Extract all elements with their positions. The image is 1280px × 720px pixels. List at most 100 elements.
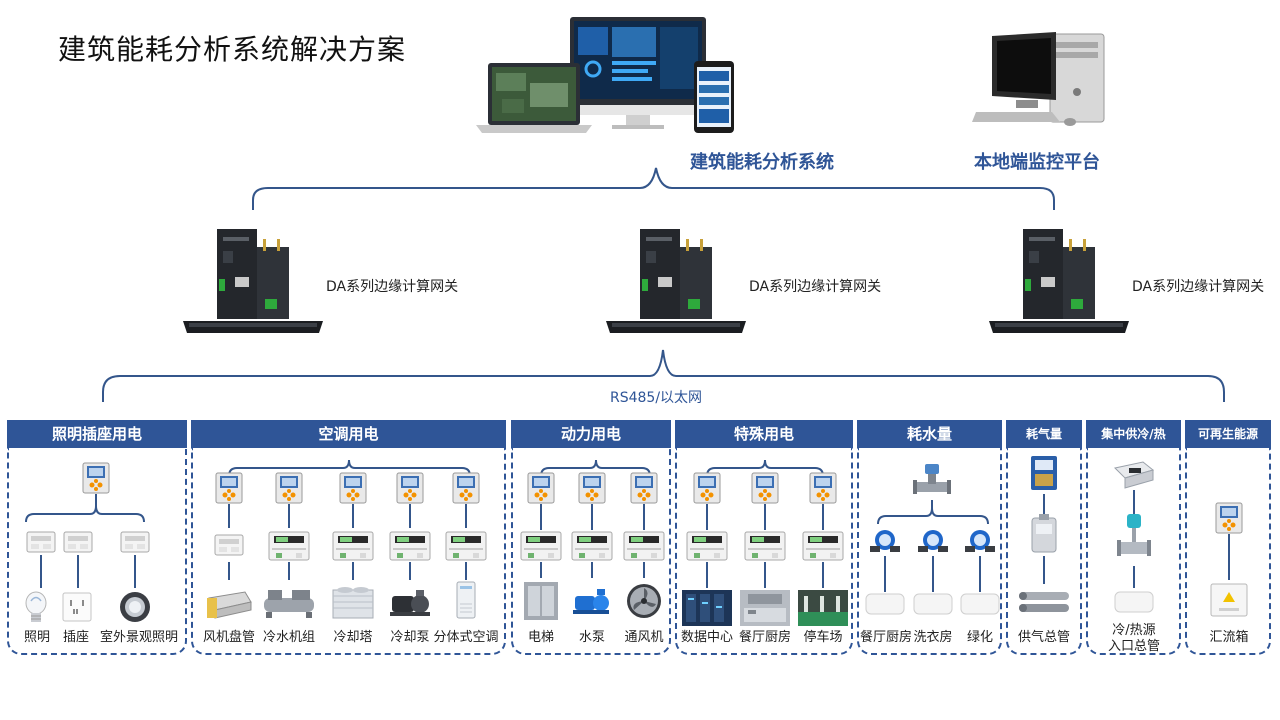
din-meter-icon <box>445 530 487 566</box>
power-meter-icon <box>1215 502 1243 538</box>
power-meter-icon <box>630 472 658 508</box>
gateway-label: DA系列边缘计算网关 <box>749 279 882 295</box>
group-brace <box>706 459 824 477</box>
category-box <box>857 448 1002 655</box>
power-meter-icon <box>527 472 555 508</box>
item-label: 餐厅厨房 <box>738 630 791 645</box>
gateway-device-icon <box>606 229 746 337</box>
power-meter-icon <box>809 472 837 508</box>
socket-icon <box>62 592 92 626</box>
sub-lines <box>25 459 1230 592</box>
din-meter-icon <box>802 530 844 566</box>
category-box <box>7 448 187 655</box>
chiller-icon <box>262 586 316 624</box>
category-header: 可再生能源 <box>1185 420 1271 448</box>
group-brace <box>540 459 651 477</box>
item-label: 数据中心 <box>680 630 733 645</box>
category-header: 耗气量 <box>1006 420 1082 448</box>
category-header: 集中供冷/热 <box>1086 420 1181 448</box>
din-meter-icon <box>571 530 613 566</box>
lamp-icon <box>22 590 50 628</box>
gateway-label: DA系列边缘计算网关 <box>326 279 459 295</box>
heat-meter-icon <box>1113 458 1155 494</box>
water-pump-icon <box>571 586 613 622</box>
water-meter-icon <box>918 528 948 560</box>
gas-meter-2-icon <box>1029 514 1059 560</box>
din-meter-icon <box>332 530 374 566</box>
item-label: 电梯 <box>527 630 554 645</box>
relay-module-icon <box>26 529 56 559</box>
item-label: 绿化 <box>966 630 993 645</box>
desktop-pc-icon <box>972 32 1105 126</box>
water-meter-icon <box>870 528 900 560</box>
power-meter-icon <box>578 472 606 508</box>
power-meter-icon <box>339 472 367 508</box>
category-header: 照明插座用电 <box>7 420 187 448</box>
category-box <box>1086 448 1181 655</box>
item-label: 室外景观照明 <box>99 630 178 645</box>
cooling-tower-icon <box>331 582 375 624</box>
power-meter-icon <box>693 472 721 508</box>
category-header: 耗水量 <box>857 420 1002 448</box>
power-meter-icon <box>452 472 480 508</box>
gateway-label: DA系列边缘计算网关 <box>1132 279 1265 295</box>
item-label: 餐厅厨房 <box>860 630 913 645</box>
pump-icon <box>388 586 432 624</box>
relay-module-icon <box>63 529 93 559</box>
item-label: 入口总管 <box>1107 639 1160 654</box>
item-label: 插座 <box>62 630 89 645</box>
pipe-box-icon <box>865 592 905 620</box>
item-label: 冷/热源 <box>1112 623 1156 638</box>
top-brace <box>252 167 1055 210</box>
item-label: 分体式空调 <box>433 630 499 645</box>
category-box <box>191 448 506 655</box>
cloud-devices-icon <box>476 17 734 133</box>
split-ac-icon <box>455 580 477 624</box>
din-meter-icon <box>520 530 562 566</box>
relay-module-icon <box>120 529 150 559</box>
kitchen-icon <box>740 590 790 630</box>
ultrasonic-flow-icon <box>1117 514 1151 570</box>
gateway-device-icon <box>183 229 323 337</box>
combiner-box-icon <box>1209 582 1249 622</box>
item-label: 洗衣房 <box>913 630 953 645</box>
item-label: 停车场 <box>803 630 843 645</box>
elevator-icon <box>522 580 560 626</box>
din-meter-icon <box>623 530 665 566</box>
item-label: 照明 <box>23 630 50 645</box>
din-meter-icon <box>268 530 310 566</box>
pipe-box-icon <box>960 592 1000 620</box>
item-label: 水泵 <box>578 630 605 645</box>
pipe-box-icon <box>1114 590 1154 618</box>
fan-icon <box>625 582 663 624</box>
fan-coil-icon <box>205 588 253 626</box>
group-brace <box>25 505 145 523</box>
power-meter-icon <box>396 472 424 508</box>
category-box <box>1006 448 1082 655</box>
cloud-system-label: 建筑能耗分析系统 <box>690 152 834 173</box>
group-brace <box>228 459 471 477</box>
data-center-icon <box>682 590 732 630</box>
flow-meter-icon <box>913 462 951 504</box>
bus-label: RS485/以太网 <box>610 390 703 406</box>
relay-module-icon <box>214 532 244 562</box>
local-platform-label: 本地端监控平台 <box>974 152 1100 173</box>
item-label: 风机盘管 <box>202 630 255 645</box>
group-brace <box>877 507 989 525</box>
power-meter-icon <box>215 472 243 508</box>
item-label: 冷却泵 <box>390 630 430 645</box>
gas-meter-icon <box>1029 452 1059 498</box>
din-meter-icon <box>744 530 786 566</box>
parking-icon <box>798 590 848 630</box>
water-meter-icon <box>965 528 995 560</box>
bus-brace <box>102 349 1225 402</box>
din-meter-icon <box>389 530 431 566</box>
item-label: 供气总管 <box>1017 630 1070 645</box>
item-label: 汇流箱 <box>1209 630 1249 645</box>
gateway-device-icon <box>989 229 1129 337</box>
category-header: 动力用电 <box>511 420 671 448</box>
category-box <box>511 448 671 655</box>
power-meter-icon <box>82 462 110 498</box>
power-meter-icon <box>275 472 303 508</box>
item-label: 冷水机组 <box>262 630 315 645</box>
